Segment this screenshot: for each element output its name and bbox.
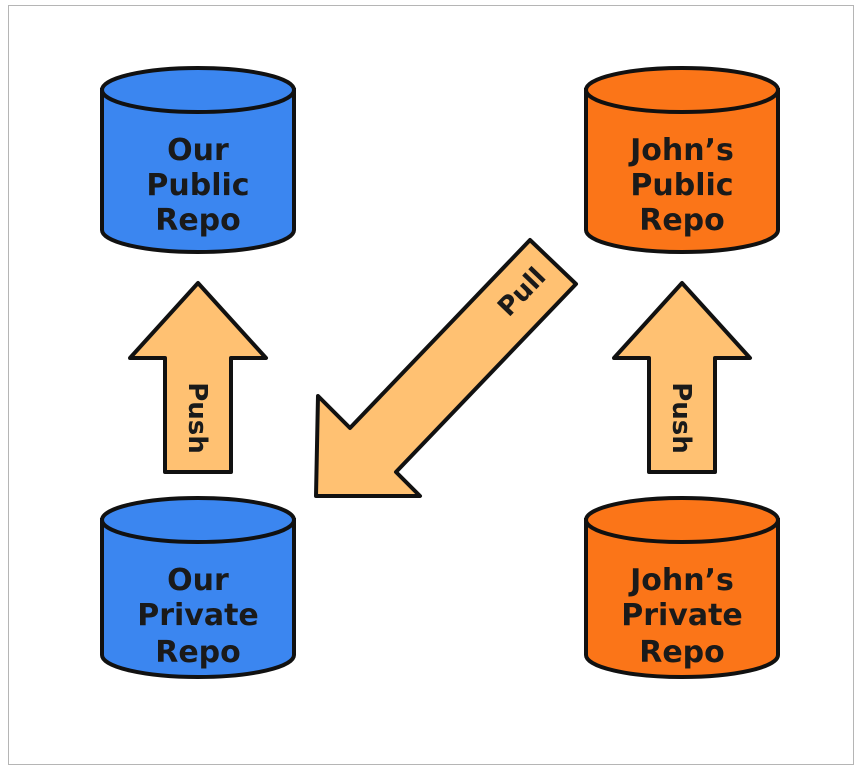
left-push-label: Push	[182, 382, 212, 454]
johns-private-repo-cylinder: John’s Private Repo	[584, 496, 780, 679]
johns-public-repo-cylinder: John’s Public Repo	[584, 66, 780, 254]
johns-private-repo-label-line3: Repo	[639, 635, 725, 670]
our-public-repo-cylinder: Our Public Repo	[100, 66, 296, 254]
johns-public-repo-label-line1: John’s	[628, 133, 734, 168]
our-public-repo-label-line3: Repo	[155, 203, 241, 238]
repo-flow-diagram: Our Public Repo John’s Public Repo Our P…	[100, 66, 780, 679]
right-push-label: Push	[666, 382, 696, 454]
johns-private-repo-label-line1: John’s	[628, 563, 734, 598]
our-private-repo-label-line2: Private	[137, 598, 259, 633]
our-private-repo-cylinder: Our Private Repo	[100, 496, 296, 679]
johns-public-repo-label-line3: Repo	[639, 203, 725, 238]
pull-arrow: Pull	[314, 238, 578, 498]
johns-private-repo-label-line2: Private	[621, 598, 743, 633]
our-public-repo-label-line2: Public	[146, 168, 249, 203]
right-push-arrow: Push	[612, 281, 752, 474]
our-private-repo-label-line1: Our	[167, 563, 229, 598]
left-push-arrow: Push	[128, 281, 268, 474]
johns-public-repo-label-line2: Public	[630, 168, 733, 203]
our-private-repo-label-line3: Repo	[155, 635, 241, 670]
our-public-repo-label-line1: Our	[167, 133, 229, 168]
